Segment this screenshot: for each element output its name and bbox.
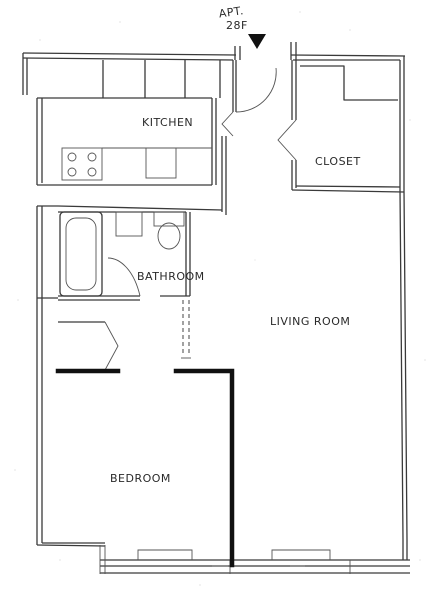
room-label-bedroom: BEDROOM [110, 472, 171, 485]
paper-texture [14, 11, 426, 586]
burner-icon [87, 152, 97, 162]
apartment-number: 28F [226, 19, 248, 32]
toilet-icon [157, 222, 181, 250]
burner-icon [67, 167, 77, 177]
sink-icon [145, 147, 177, 179]
apartment-prefix: APT. [218, 4, 245, 20]
toilet-tank-icon [153, 211, 185, 227]
kitchen-fixtures [61, 60, 221, 181]
burner-icon [67, 152, 77, 162]
room-label-bathroom: BATHROOM [137, 270, 205, 283]
bathtub-icon [59, 211, 103, 297]
heavy-wall [55, 368, 235, 568]
vanity-icon [115, 211, 143, 237]
room-label-kitchen: KITCHEN [142, 116, 193, 129]
walls [22, 42, 410, 574]
room-label-closet: CLOSET [315, 155, 361, 168]
room-label-living-room: LIVING ROOM [270, 315, 350, 328]
entry-arrow-icon [248, 34, 266, 49]
bathroom-fixtures [59, 211, 185, 297]
burner-icon [87, 167, 97, 177]
